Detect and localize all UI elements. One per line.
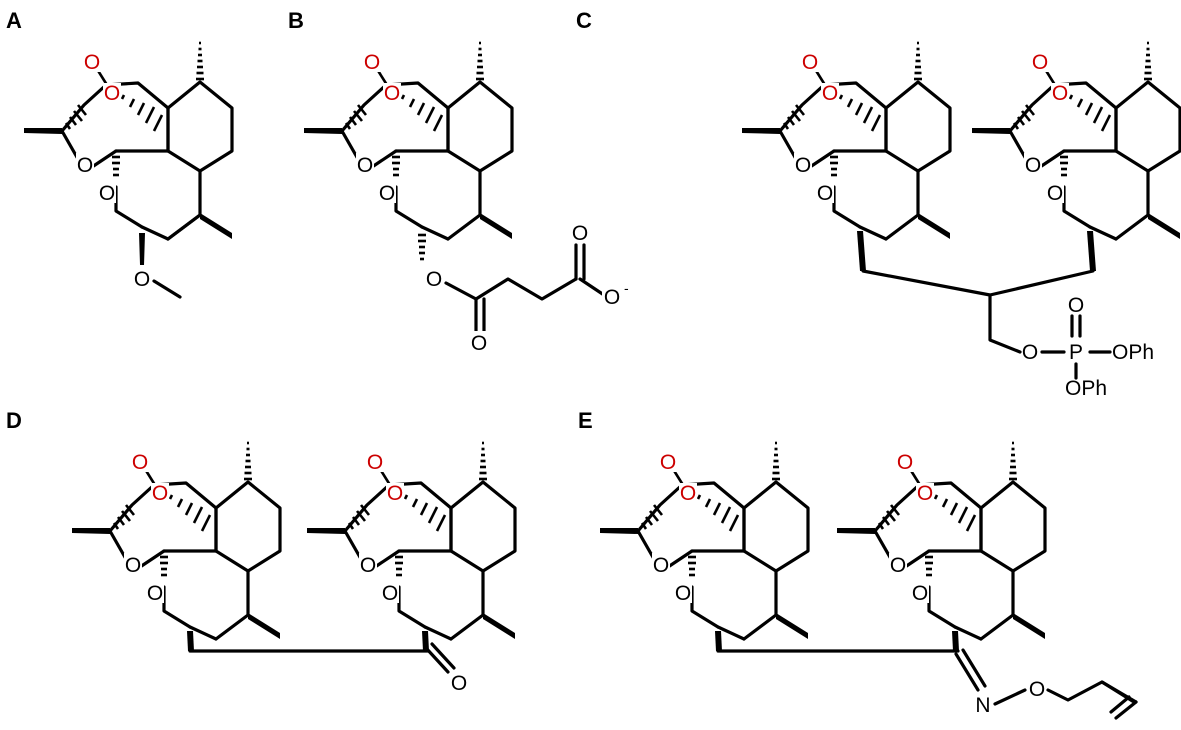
structure-b: O O O O O - (302, 41, 629, 355)
structure-d-left: O (70, 441, 282, 651)
phosphate-ester-oxygen: O (1022, 341, 1038, 364)
ester-carbonyl-oxygen: O (471, 332, 487, 355)
structure-e-left: O (598, 441, 810, 651)
panel-label-e: E (578, 408, 593, 433)
oxime-oxygen: O (1029, 678, 1045, 701)
structure-c-right: O (970, 41, 1181, 271)
ketone-oxygen: O (451, 672, 467, 695)
ring-oxygen-b: O (379, 182, 395, 205)
structure-d-right: O (305, 441, 517, 651)
panel-label-b: B (288, 8, 304, 33)
phosphorus-atom: P (1069, 341, 1083, 364)
negative-charge: - (624, 280, 629, 296)
methoxy-oxygen: O (134, 268, 150, 291)
ring-oxygen-b: O (675, 582, 691, 605)
phenoxy-group-1: OPh (1112, 341, 1154, 364)
structure-a: O O (22, 41, 234, 299)
structure-c-left: O (740, 41, 952, 271)
panel-label-d: D (6, 408, 22, 433)
linker-d: O (188, 642, 467, 695)
linker-c: O P O OPh OPh (861, 269, 1154, 400)
ring-oxygen-b: O (1047, 182, 1063, 205)
ring-oxygen-b: O (99, 182, 115, 205)
panel-label-a: A (6, 8, 22, 33)
ester-oxygen: O (426, 268, 442, 291)
phosphoryl-oxygen: O (1068, 294, 1084, 317)
oxime-nitrogen: N (975, 694, 990, 717)
carboxylate-oxygen-double: O (572, 222, 588, 245)
carboxylate-oxygen: O (604, 286, 620, 309)
ring-oxygen-b: O (382, 582, 398, 605)
ring-oxygen-b: O (912, 582, 928, 605)
linker-e: N O (716, 648, 1138, 720)
structure-e-right: O (835, 441, 1047, 651)
panel-label-c: C (576, 8, 592, 33)
ring-oxygen-b: O (147, 582, 163, 605)
phenoxy-group-2: OPh (1065, 377, 1107, 400)
ring-oxygen-b: O (817, 182, 833, 205)
